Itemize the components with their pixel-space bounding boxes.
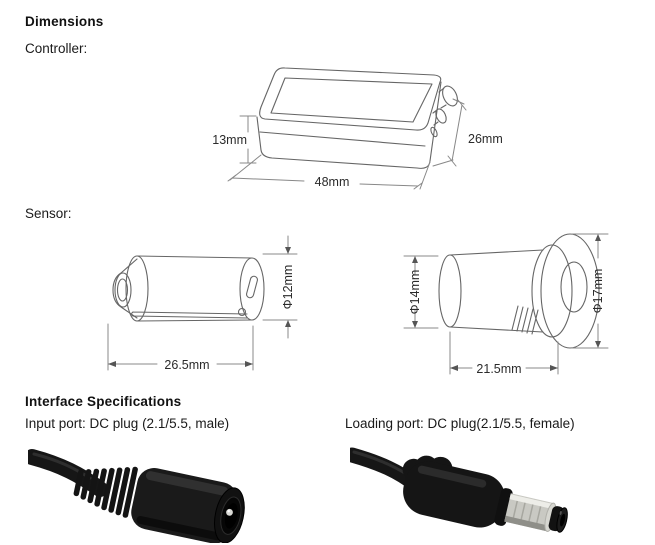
male-plug-molded-body xyxy=(403,461,506,528)
dc-plug-female-photo xyxy=(28,449,245,543)
controller-isometric-drawing: 13mm 48mm 26mm xyxy=(212,67,503,190)
male-plug-tip-glint xyxy=(559,511,562,515)
sensor-label: Sensor: xyxy=(25,206,72,221)
input-port-label: Input port: DC plug (2.1/5.5, male) xyxy=(25,416,230,431)
sensor2-body-top xyxy=(449,249,544,256)
sensor1-length-arrow-left xyxy=(108,361,116,367)
interface-heading: Interface Specifications xyxy=(25,394,182,409)
sensor2-body-dia-dim-text: Φ14mm xyxy=(408,270,422,315)
sensor2-flange-dia-arrow-bottom xyxy=(595,341,601,348)
controller-width-dim-text: 48mm xyxy=(315,175,350,189)
sensor1-length-dim-lines xyxy=(107,323,254,371)
male-plug-shoulder xyxy=(494,488,513,526)
controller-depth-dim-text: 26mm xyxy=(468,132,503,146)
controller-depth-dim-lines xyxy=(432,98,467,167)
sensor2-flange-dia-dim-text: Φ17mm xyxy=(591,269,605,314)
controller-label: Controller: xyxy=(25,41,88,56)
controller-top-face xyxy=(259,67,442,131)
sensor1-lens-outer xyxy=(114,272,132,308)
sensor2-length-arrow-left xyxy=(450,365,458,371)
controller-lid-panel xyxy=(270,77,433,123)
sensor2-vent-ribs xyxy=(511,305,539,335)
controller-side-connector-large-body xyxy=(438,87,447,109)
sensor2-length-arrow-right xyxy=(550,365,558,371)
sensor1-length-arrow-right xyxy=(245,361,253,367)
male-plug-body-group xyxy=(402,455,568,533)
sensor1-nose-cone xyxy=(112,258,138,319)
sensor1-junction-ring xyxy=(125,255,149,322)
sensor1-lens-inner xyxy=(116,278,129,302)
female-plug-strain-relief-ribs xyxy=(73,466,138,518)
dimensions-heading: Dimensions xyxy=(25,14,104,29)
sensor-recessed-drawing: Φ14mm Φ17mm 21.5mm xyxy=(403,233,609,376)
female-plug-barrel-highlight xyxy=(145,471,229,496)
controller-side-connector-large xyxy=(442,85,458,107)
controller-lid-seam xyxy=(259,131,426,147)
controller-side-connector-small-body xyxy=(432,109,439,126)
female-plug-body-group xyxy=(73,466,245,543)
controller-side-connector-small xyxy=(435,108,447,124)
sensor2-flange-dia-dim-lines xyxy=(571,233,609,349)
male-plug-body-highlight xyxy=(417,465,487,488)
sensor2-length-dim-text: 21.5mm xyxy=(476,362,521,376)
female-plug-pin-glint xyxy=(227,509,230,513)
sensor-bullet-drawing: Φ12mm 26.5mm xyxy=(107,235,298,372)
sensor2-body-dia-arrow-top xyxy=(412,256,418,263)
controller-height-dim-text: 13mm xyxy=(212,133,247,147)
sensor1-bottom-slot xyxy=(130,311,248,319)
sensor2-length-dim-lines xyxy=(449,331,559,375)
sensor2-lens-recess xyxy=(560,261,588,313)
sensor1-length-dim-text: 26.5mm xyxy=(164,358,209,372)
sensor2-flange-face xyxy=(540,233,600,349)
sensor1-rear-face xyxy=(239,257,265,321)
sensor2-body-dia-dim-lines xyxy=(403,255,439,329)
sensor1-rear-slot xyxy=(246,275,258,299)
dc-plug-male-photo xyxy=(350,447,568,533)
controller-width-dim-lines xyxy=(227,154,431,190)
female-plug-barrel-shadow xyxy=(136,515,221,541)
sensor1-diameter-arrow-top xyxy=(285,247,291,254)
sensor1-diameter-arrow-bottom xyxy=(285,320,291,327)
sensor1-diameter-dim-lines xyxy=(262,235,298,339)
male-plug-metal-shade xyxy=(504,515,549,532)
male-plug-metal-stripes xyxy=(511,495,543,528)
loading-port-label: Loading port: DC plug(2.1/5.5, female) xyxy=(345,416,575,431)
controller-side-port-hole xyxy=(430,126,438,138)
sensor2-flange-dia-arrow-top xyxy=(595,234,601,241)
sensor1-rear-hole xyxy=(237,307,247,317)
sensor2-body-dia-arrow-bottom xyxy=(412,321,418,328)
male-plug-metal-highlight xyxy=(509,494,554,510)
sensor1-body-bottom xyxy=(136,319,253,322)
controller-height-dim-lines xyxy=(239,115,257,164)
sensor1-body-top xyxy=(136,255,253,259)
sensor2-rear-face xyxy=(438,254,462,328)
sensor1-diameter-dim-text: Φ12mm xyxy=(281,265,295,310)
sensor2-body-bottom xyxy=(449,326,544,333)
sensor2-flange-rim xyxy=(531,244,573,338)
male-plug-tip-hole xyxy=(560,513,566,527)
